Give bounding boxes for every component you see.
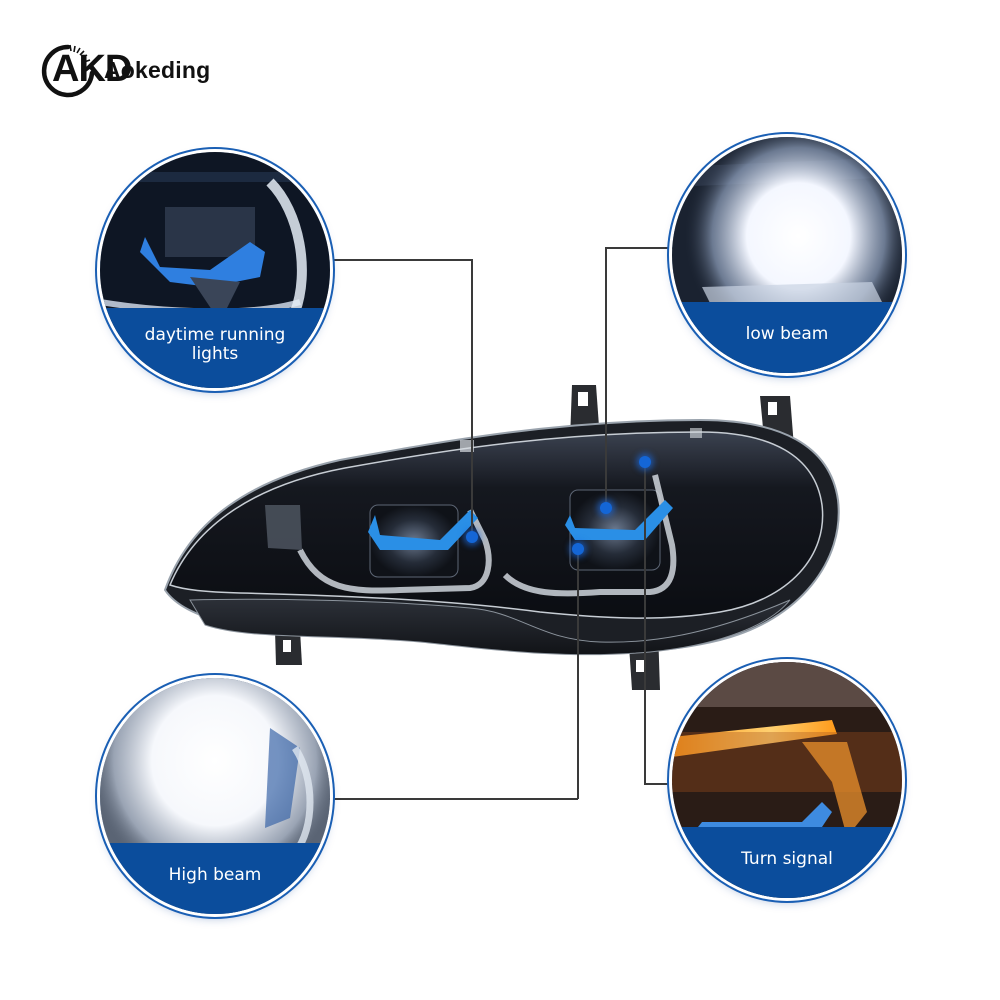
- logo-swoosh-icon: [41, 44, 95, 97]
- hotspot-high-beam[interactable]: [572, 543, 584, 555]
- brand-logo: AKD Aokeding: [41, 40, 211, 97]
- callout-label-band: Turn signal: [672, 827, 902, 898]
- connector-line-drl-vertical: [471, 259, 473, 537]
- connector-line-low-horizontal: [605, 247, 673, 249]
- callout-turn-signal: Turn signal: [672, 662, 902, 898]
- callout-label-band: low beam: [672, 302, 902, 373]
- callout-label-turn-signal: Turn signal: [741, 849, 833, 870]
- callout-label-band: High beam: [100, 843, 330, 914]
- hotspot-drl[interactable]: [466, 531, 478, 543]
- connector-line-high-horizontal: [325, 798, 578, 800]
- connector-line-low-vertical: [605, 247, 607, 508]
- hotspot-turn-signal[interactable]: [639, 456, 651, 468]
- callout-label-band: daytime running lights: [100, 307, 330, 388]
- logo-mark-text: AKD: [52, 47, 132, 90]
- callout-label-drl: daytime running lights: [144, 324, 286, 364]
- callout-label-high-beam: High beam: [168, 865, 262, 886]
- connector-line-turn-vertical: [644, 462, 646, 784]
- connector-line-drl-horizontal: [325, 259, 472, 261]
- callout-label-low-beam: low beam: [745, 324, 829, 345]
- connector-line-turn-horizontal: [644, 783, 678, 785]
- callout-high-beam: High beam: [100, 678, 330, 914]
- callout-daytime-running-lights: daytime running lights: [100, 152, 330, 388]
- callout-low-beam: low beam: [672, 137, 902, 373]
- hotspot-low-beam[interactable]: [600, 502, 612, 514]
- connector-line-high-vertical: [577, 549, 579, 799]
- brand-name: Aokeding: [104, 56, 211, 83]
